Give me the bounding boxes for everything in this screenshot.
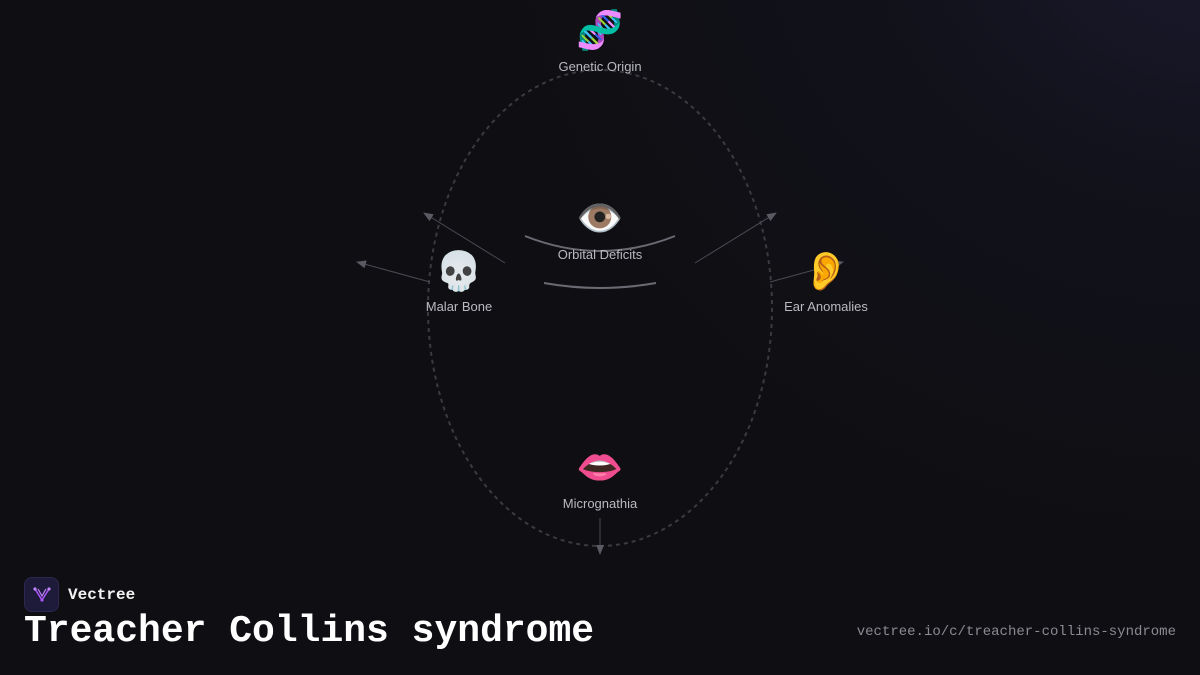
page-url: vectree.io/c/treacher-collins-syndrome <box>856 624 1176 640</box>
brand-name: Vectree <box>68 585 136 604</box>
node-micrognathia: 👄 Micrognathia <box>563 445 638 511</box>
page-title: Treacher Collins syndrome <box>24 610 595 653</box>
node-malar-bone: 💀 Malar Bone <box>426 249 492 314</box>
arrow-ear-out <box>769 260 844 283</box>
ear-icon: 👂 <box>802 249 849 293</box>
dna-icon: 🧬 <box>576 7 623 53</box>
node-orbital-deficits: 👁️ Orbital Deficits <box>558 196 643 262</box>
upper-eye-arc <box>524 235 676 252</box>
brand: Vectree <box>24 577 135 612</box>
node-ear-anomalies: 👂 Ear Anomalies <box>784 249 868 314</box>
arrow-upper-right <box>694 212 777 264</box>
skull-icon: 💀 <box>435 249 482 293</box>
arrow-upper-left <box>423 212 506 264</box>
node-label-ear-anomalies: Ear Anomalies <box>784 299 868 314</box>
eye-icon: 👁️ <box>576 196 623 240</box>
node-label-orbital-deficits: Orbital Deficits <box>558 247 643 262</box>
node-genetic-origin: 🧬 Genetic Origin <box>558 7 641 74</box>
node-label-malar-bone: Malar Bone <box>426 299 492 314</box>
lower-eye-arc <box>543 282 657 289</box>
mouth-icon: 👄 <box>576 445 623 489</box>
node-label-genetic-origin: Genetic Origin <box>558 59 641 74</box>
vectree-logo-icon <box>24 577 59 612</box>
node-label-micrognathia: Micrognathia <box>563 496 638 511</box>
arrow-malar-out <box>356 260 431 283</box>
